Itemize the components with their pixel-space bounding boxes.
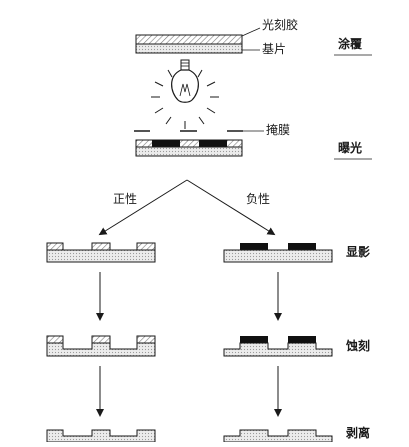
substrate-layer — [135, 146, 243, 157]
lightbulb-icon — [151, 59, 219, 129]
negative-branch-arrow — [186, 179, 276, 236]
photoresist-leader — [241, 27, 261, 37]
exposure-wafer — [135, 139, 243, 157]
substrate-layer — [223, 249, 333, 263]
light-rays — [151, 66, 219, 129]
positive-stripped-wafer — [46, 429, 156, 443]
negative-etching-wafer — [223, 336, 333, 357]
step-exposure: 曝光 — [338, 140, 362, 155]
mask-label: 掩膜 — [266, 123, 290, 137]
positive-etching-wafer — [46, 335, 156, 357]
photoresist-label: 光刻胶 — [262, 17, 298, 32]
step-development: 显影 — [346, 244, 370, 259]
positive-branch-arrow — [98, 179, 188, 236]
positive-development-wafer — [46, 242, 156, 263]
substrate-label: 基片 — [262, 42, 286, 56]
step-coating: 涂覆 — [338, 36, 363, 51]
exposed-region — [152, 140, 180, 147]
negative-development-wafer — [223, 243, 333, 263]
step-etching: 蚀刻 — [345, 338, 370, 353]
substrate-layer — [135, 43, 243, 54]
positive-label: 正性 — [113, 192, 137, 206]
photoresist-layer — [135, 34, 243, 45]
negative-label: 负性 — [246, 192, 270, 206]
substrate-layer — [46, 249, 156, 263]
exposed-region — [199, 140, 227, 147]
negative-stripped-wafer — [223, 429, 333, 443]
step-stripping: 剥离 — [346, 425, 370, 440]
coating-wafer — [135, 34, 243, 54]
